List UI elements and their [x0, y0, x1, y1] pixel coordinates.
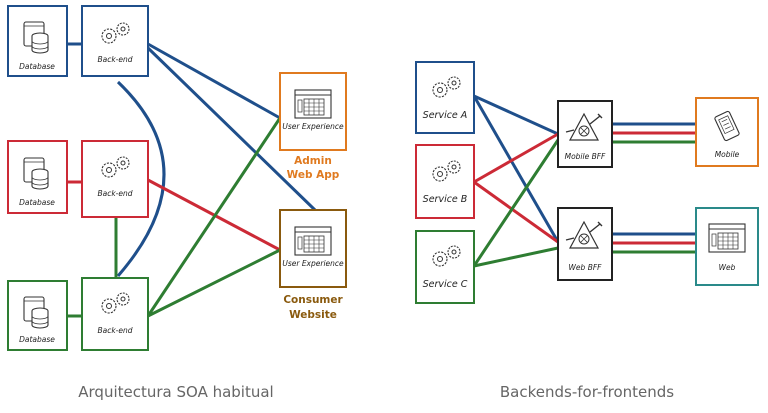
right-connectors	[472, 94, 696, 268]
admin-label-line2: Web App	[287, 169, 340, 181]
backend-label: Back-end	[97, 55, 132, 64]
ux-label: User Experience	[282, 259, 344, 268]
browser-icon	[294, 226, 332, 256]
mobile-label: Mobile	[715, 150, 740, 159]
service-a-box: Service A	[415, 61, 475, 134]
service-c-label: Service C	[423, 279, 468, 290]
mobile-bff-box: Mobile BFF	[557, 100, 613, 168]
backend-label: Back-end	[97, 189, 132, 198]
admin-ux-box: User Experience	[279, 72, 347, 151]
backend-box-blue: Back-end	[81, 5, 149, 77]
database-label: Database	[19, 62, 55, 71]
admin-label-line1: Admin	[294, 155, 332, 167]
mobile-client-box: Mobile	[695, 97, 759, 167]
database-box-red: Database	[7, 140, 68, 214]
consumer-label-line2: Website	[289, 309, 337, 321]
database-label: Database	[19, 198, 55, 207]
mobile-bff-label: Mobile BFF	[565, 152, 606, 161]
web-client-box: Web	[695, 207, 759, 286]
browser-icon	[294, 89, 332, 119]
web-label: Web	[719, 263, 736, 272]
service-a-label: Service A	[423, 110, 468, 121]
browser-icon	[708, 223, 746, 253]
backend-label: Back-end	[97, 326, 132, 335]
database-label: Database	[19, 335, 55, 344]
service-b-label: Service B	[423, 194, 468, 205]
database-box-blue: Database	[7, 5, 68, 77]
web-bff-label: Web BFF	[569, 263, 603, 272]
web-bff-box: Web BFF	[557, 207, 613, 281]
consumer-ux-box: User Experience	[279, 209, 347, 288]
backend-box-red: Back-end	[81, 140, 149, 218]
consumer-label-line1: Consumer	[283, 294, 343, 306]
left-caption: Arquitectura SOA habitual	[78, 383, 273, 401]
service-c-box: Service C	[415, 230, 475, 304]
ux-label: User Experience	[282, 122, 344, 131]
right-caption: Backends-for-frontends	[500, 383, 674, 401]
service-b-box: Service B	[415, 144, 475, 219]
database-box-green: Database	[7, 280, 68, 351]
backend-box-green: Back-end	[81, 277, 149, 351]
left-connectors	[67, 42, 317, 318]
